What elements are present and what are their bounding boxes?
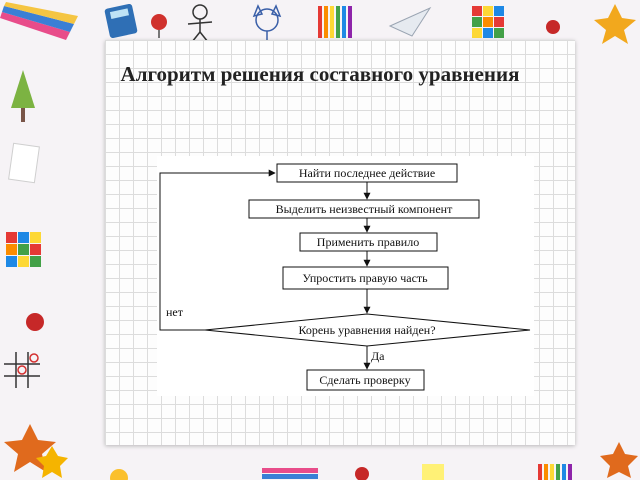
cat-drawing-icon (246, 2, 288, 44)
sun-drawing-icon (104, 462, 134, 480)
flowchart-no-label: нет (166, 305, 184, 319)
flowchart-step-2-label: Выделить неизвестный компонент (276, 202, 453, 216)
flowchart-step-2: Выделить неизвестный компонент (249, 200, 479, 218)
pushpin-icon (542, 18, 564, 40)
note-paper-icon (420, 462, 446, 480)
flowchart-step-1: Найти последнее действие (277, 164, 457, 182)
paper-plane-icon (388, 6, 432, 38)
tic-tac-toe-icon (2, 350, 42, 390)
flowchart-step-3-label: Применить правило (317, 235, 419, 249)
flowchart-yes-label: Да (371, 349, 385, 363)
pushpin-icon (147, 12, 171, 38)
flowchart-final-step-label: Сделать проверку (319, 373, 410, 387)
calculator-icon (104, 4, 138, 38)
pushpin-icon (22, 310, 48, 336)
autumn-leaves-icon (598, 440, 640, 480)
flowchart-step-4: Упростить правую часть (283, 267, 448, 289)
colored-pencils-icon (536, 462, 576, 480)
slide-title: Алгоритм решения составного уравнения (0, 62, 640, 87)
stick-figure-drawing-icon (178, 2, 222, 44)
pencils-icon (260, 466, 320, 480)
autumn-leaves-icon (0, 420, 70, 480)
flowchart-final-step: Сделать проверку (307, 370, 424, 390)
flowchart-panel: Найти последнее действие Выделить неизве… (157, 156, 534, 396)
flowchart-decision: Корень уравнения найден? (205, 314, 530, 346)
flowchart-step-1-label: Найти последнее действие (299, 166, 435, 180)
flowchart: Найти последнее действие Выделить неизве… (157, 156, 534, 396)
flowchart-decision-label: Корень уравнения найден? (298, 323, 435, 337)
pencils-icon (0, 2, 80, 47)
rubiks-cube-icon (4, 230, 42, 268)
note-paper-icon (8, 142, 40, 184)
flowchart-step-4-label: Упростить правую часть (302, 271, 428, 285)
pushpin-icon (352, 464, 372, 480)
colored-pencils-icon (316, 4, 356, 40)
flowchart-step-3: Применить правило (300, 233, 437, 251)
autumn-leaves-icon (590, 2, 640, 46)
rubiks-cube-icon (470, 4, 506, 40)
